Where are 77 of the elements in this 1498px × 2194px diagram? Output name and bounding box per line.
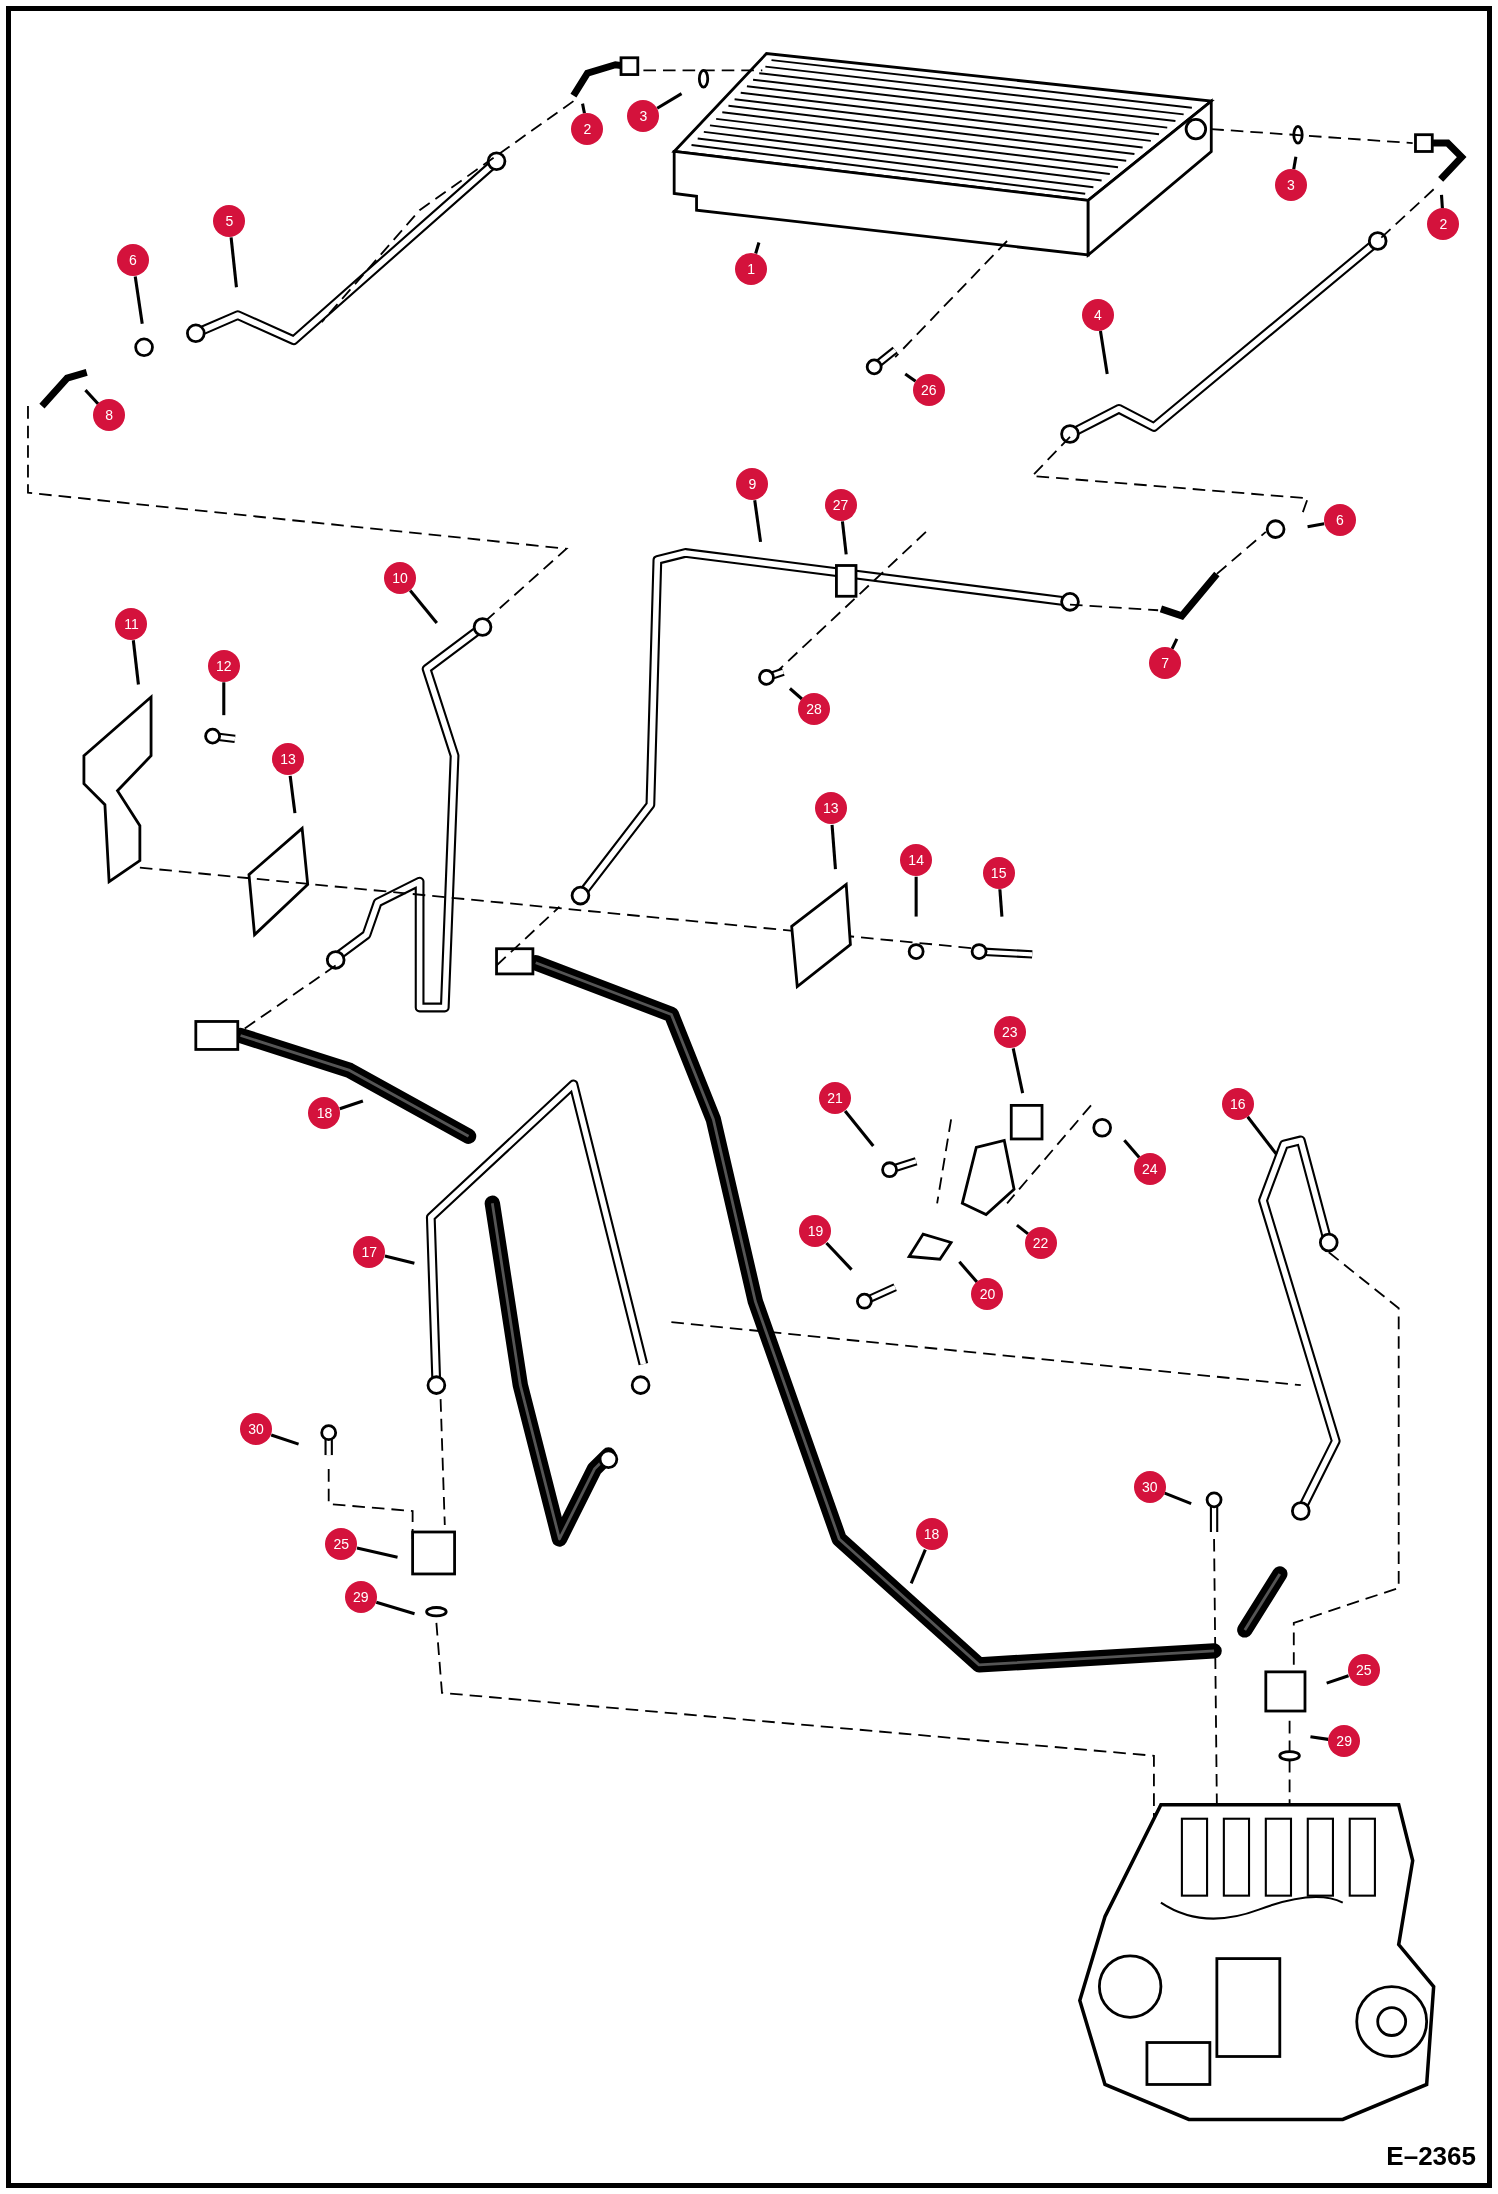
leader-line <box>133 276 144 324</box>
leader-line <box>375 1600 415 1616</box>
drawing-number: E–2365 <box>1386 2140 1476 2173</box>
leader-line <box>753 500 763 543</box>
callout-number: 7 <box>1149 646 1182 679</box>
leader-line <box>1011 1048 1025 1094</box>
callout-number: 15 <box>982 856 1015 889</box>
callout-number: 16 <box>1221 1087 1254 1120</box>
callout-number: 23 <box>993 1016 1026 1049</box>
callout-number: 18 <box>308 1097 341 1130</box>
leader-line <box>356 1546 398 1559</box>
leader-line <box>909 1549 927 1584</box>
callout-number: 25 <box>325 1528 358 1561</box>
callout-number: 26 <box>912 374 945 407</box>
callout-number: 14 <box>900 844 933 877</box>
leader-line <box>788 687 803 701</box>
leader-line <box>1439 194 1444 209</box>
leader-line <box>1310 1735 1329 1741</box>
leader-line <box>1098 330 1109 375</box>
leader-line <box>904 372 917 383</box>
leader-line <box>830 824 837 870</box>
callout-number: 20 <box>971 1277 1004 1310</box>
callout-number: 21 <box>819 1081 851 1114</box>
callout-number: 4 <box>1081 298 1114 331</box>
callout-number: 5 <box>213 205 246 237</box>
leader-line <box>840 521 848 555</box>
leader-line <box>339 1099 364 1111</box>
callout-number: 30 <box>1133 1470 1166 1503</box>
leader-line <box>958 1260 979 1284</box>
leader-line <box>1170 638 1179 650</box>
callout-number: 3 <box>627 100 660 133</box>
callout-number: 3 <box>1275 168 1307 201</box>
callout-number: 13 <box>814 792 847 825</box>
callout-number: 25 <box>1347 1654 1380 1687</box>
callout-number: 11 <box>115 607 148 640</box>
callout-number: 6 <box>1323 504 1356 537</box>
callout-number: 19 <box>799 1214 832 1247</box>
leader-line <box>825 1241 853 1271</box>
callout-number: 12 <box>207 649 240 682</box>
leader-line <box>1246 1115 1278 1156</box>
leader-line <box>222 682 226 716</box>
callout-number: 28 <box>798 693 831 726</box>
leader-line <box>754 242 761 254</box>
callout-number: 18 <box>915 1518 948 1551</box>
callout-number: 24 <box>1133 1153 1166 1186</box>
callout-number: 29 <box>344 1581 377 1614</box>
leader-line <box>1307 522 1325 529</box>
callout-number: 29 <box>1328 1725 1361 1758</box>
leader-line <box>84 389 100 406</box>
leader-line <box>131 640 140 685</box>
callout-number: 22 <box>1024 1227 1057 1260</box>
callout-number: 30 <box>239 1413 272 1446</box>
callout-number: 2 <box>571 112 604 145</box>
callout-number: 9 <box>736 467 769 500</box>
leader-line <box>1164 1491 1192 1506</box>
leader-line <box>288 775 297 814</box>
callout-number: 13 <box>272 743 305 776</box>
leader-line <box>229 237 238 288</box>
callout-number: 10 <box>384 561 416 594</box>
leader-line <box>843 1109 875 1147</box>
leader-line <box>409 589 438 624</box>
callout-number: 6 <box>116 244 149 277</box>
leader-line <box>1015 1223 1029 1236</box>
leader-line <box>914 876 918 917</box>
callout-number: 2 <box>1427 207 1460 240</box>
leader-line <box>656 92 683 110</box>
leader-line <box>270 1433 300 1446</box>
callout-number: 17 <box>353 1235 386 1268</box>
leader-line <box>998 889 1004 917</box>
leader-line <box>1292 156 1298 170</box>
callout-number: 1 <box>735 252 768 285</box>
leader-line <box>1123 1139 1141 1159</box>
leader-line <box>581 103 586 114</box>
callout-number: 8 <box>93 399 126 432</box>
leader-line <box>384 1254 415 1265</box>
callout-number: 27 <box>824 488 857 521</box>
leader-line <box>1326 1674 1349 1685</box>
